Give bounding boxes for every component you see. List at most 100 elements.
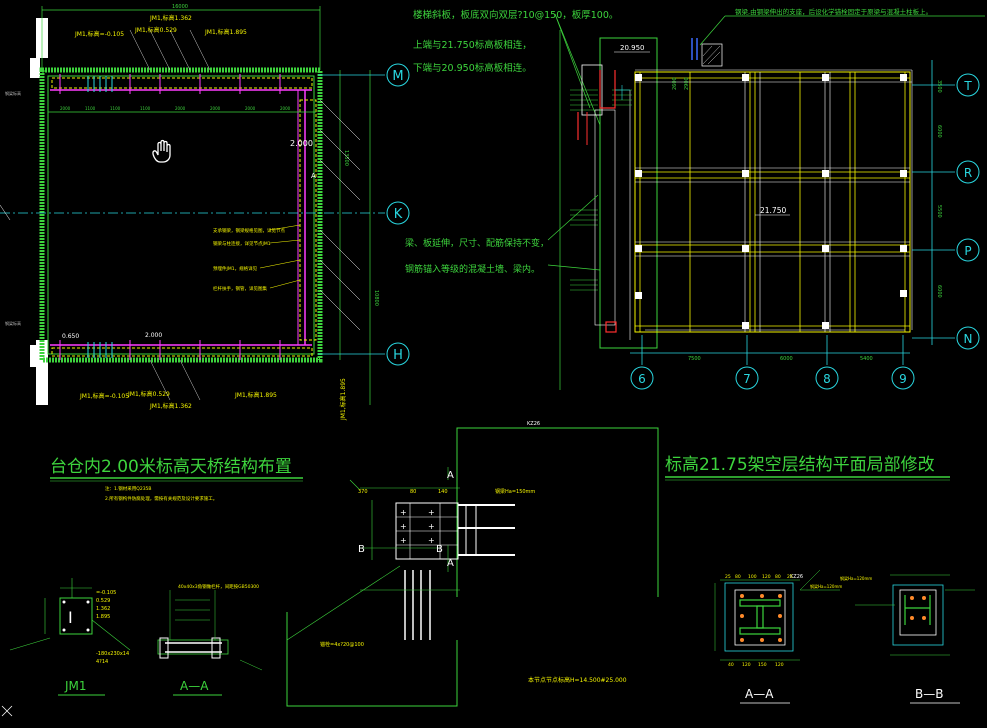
aa-right-note: 钢梁Ha=120mm xyxy=(810,583,842,589)
jm1-dim-1: =-0.105 xyxy=(96,590,116,596)
svg-text:2000: 2000 xyxy=(175,106,186,111)
mid-note-1: 梁、板延伸，尺寸、配筋保持不变， xyxy=(405,237,549,249)
grid-label-p: P xyxy=(964,244,971,258)
title-left: 台仓内2.00米标高天桥结构布置 xyxy=(50,457,292,477)
label-top-3: JM1,标高0.529 xyxy=(134,26,177,34)
detail-aa-right: KZ26 钢梁Ha=120mm 25 80 100 120 80 25 40 1… xyxy=(714,569,842,704)
grid-bubble-6 xyxy=(630,366,654,390)
dim-right-2: 6000 xyxy=(936,125,942,138)
center-mark-a2: A xyxy=(447,558,454,569)
ucs-icon xyxy=(1,705,13,717)
svg-text:I: I xyxy=(68,608,73,627)
level-bottom-mid: 2.000 xyxy=(145,332,162,339)
wall-frame xyxy=(39,67,323,363)
jm1-note-1: -180x230x14 xyxy=(96,651,129,657)
label-top-2: JM1,标高=-0.105 xyxy=(74,30,124,38)
svg-text:1100: 1100 xyxy=(140,106,151,111)
grid-bubble-h xyxy=(386,342,410,366)
grid-label-r: R xyxy=(964,166,972,180)
aa-right-label: A—A xyxy=(745,687,774,701)
aa-right-dim-6: 25 xyxy=(787,574,793,580)
center-dim-1: 370 xyxy=(358,489,368,495)
detail-bb: 钢梁Ha=120mm B—B xyxy=(840,574,975,704)
grid-label-7: 7 xyxy=(743,372,751,386)
label-bottom-3: JM1,标高1.362 xyxy=(149,402,192,410)
center-mark-b1: B xyxy=(358,544,365,555)
left-note-1: 注：1.钢材采用Q235B xyxy=(105,485,152,492)
svg-text:2000: 2000 xyxy=(60,106,71,111)
aa-left-note: 40x40x3角钢做栏杆，间距按GB50300 xyxy=(178,583,259,590)
label-top-1: JM1,标高1.362 xyxy=(149,14,192,22)
label-top-4: JM1,标高1.895 xyxy=(204,28,247,36)
aa-left-label: A—A xyxy=(180,679,209,693)
right-plan: 楼梯斜板，板底双向双层?10@150，板厚100。 上端与21.750标高板相连… xyxy=(405,7,985,390)
dim-bottom-1: 7500 xyxy=(688,356,701,362)
stair-note-3: 下端与20.950标高板相连。 xyxy=(413,62,532,74)
aa-right-bot-3: 150 xyxy=(758,662,767,668)
grid-bubble-m xyxy=(386,63,410,87)
grid-bubble-n xyxy=(956,326,980,350)
grid-bubble-r xyxy=(956,160,980,184)
grid-bubble-t xyxy=(956,73,980,97)
center-dim-3: 140 xyxy=(438,489,448,495)
aa-right-bot-2: 120 xyxy=(742,662,751,668)
aa-right-dim-4: 120 xyxy=(762,574,771,580)
label-bottom-1: JM1,标高=-0.105 xyxy=(79,392,129,400)
grid-label-k: K xyxy=(394,207,403,222)
aa-right-dim-5: 80 xyxy=(775,574,781,580)
hand-icon xyxy=(152,139,171,163)
left-note-2: 2.所有钢构件防腐处理，需按有关规范及设计要求施工。 xyxy=(105,495,217,502)
mid-note-2: 钢筋锚入等级的混凝土墙、梁内。 xyxy=(405,263,540,275)
jm1-note-2: 4?14 xyxy=(96,659,108,665)
svg-text:2000: 2000 xyxy=(210,106,221,111)
dim-left-2: 2900 xyxy=(684,77,690,90)
svg-text:+: + xyxy=(400,508,407,517)
svg-text:+: + xyxy=(428,508,435,517)
aa-right-bot-1: 40 xyxy=(728,662,734,668)
aa-right-bot-4: 120 xyxy=(775,662,784,668)
grid-bubble-9 xyxy=(891,366,915,390)
jm1-dim-4: 1.895 xyxy=(96,614,110,620)
vertical-note: JM1,标高1.895 xyxy=(339,378,347,421)
jm1-dim-2: 0.529 xyxy=(96,598,110,604)
center-mark-a1: A xyxy=(447,470,454,481)
title-right: 标高21.75架空层结构平面局部修改 xyxy=(665,455,935,475)
grid-label-9: 9 xyxy=(899,372,907,386)
label-bottom-2: JM1,标高0.529 xyxy=(127,390,170,398)
dim-bottom-3: 5400 xyxy=(860,356,873,362)
dim-right-2: 10800 xyxy=(373,290,379,306)
aa-right-dim-3: 100 xyxy=(748,574,757,580)
detail-center: KZ26 ++ ++ ++ xyxy=(286,421,659,707)
center-kz: KZ26 xyxy=(527,421,540,427)
svg-text:+: + xyxy=(400,522,407,531)
stair-note-1: 楼梯斜板，板底双向双层?10@150，板厚100。 xyxy=(413,9,618,21)
grid-label-6: 6 xyxy=(638,372,646,386)
level-21750: 21.750 xyxy=(760,206,786,215)
aa-right-kz: KZ26 xyxy=(790,574,803,580)
grid-label-t: T xyxy=(963,79,972,93)
dim-left-1: 2600 xyxy=(672,77,678,90)
note-line-2: 钢梁与柱连接，详见节点JM1 xyxy=(213,240,271,247)
grid-label-8: 8 xyxy=(823,372,831,386)
grid-bubble-7 xyxy=(735,366,759,390)
level-20950: 20.950 xyxy=(620,44,645,52)
center-dim-2: 80 xyxy=(410,489,416,495)
grid-bubble-p xyxy=(956,238,980,262)
svg-text:钢梁标高: 钢梁标高 xyxy=(5,320,21,326)
detail-aa-left: 40x40x3角钢做栏杆，间距按GB50300 A—A xyxy=(157,583,263,696)
detail-jm1: I =-0.105 0.529 1.362 1.895 -180x230x14 … xyxy=(9,578,131,696)
center-bottom-note: 本节点节点标高H=14.500#25.000 xyxy=(528,676,627,684)
svg-text:1100: 1100 xyxy=(85,106,96,111)
bb-label: B—B xyxy=(915,687,943,701)
grid-bubble-k xyxy=(386,201,410,225)
grid-label-m: M xyxy=(392,69,403,84)
aa-right-dim-2: 80 xyxy=(735,574,741,580)
dim-top: 16000 xyxy=(172,4,188,10)
center-spec: 钢梁Ha=150mm xyxy=(495,488,535,495)
stair-note-2: 上端与21.750标高板相连， xyxy=(413,39,532,51)
grid-label-n: N xyxy=(964,332,973,346)
note-line-4: 栏杆扶手，钢管，详见图集 xyxy=(213,285,267,292)
level-inner: 2.000 xyxy=(290,139,313,148)
